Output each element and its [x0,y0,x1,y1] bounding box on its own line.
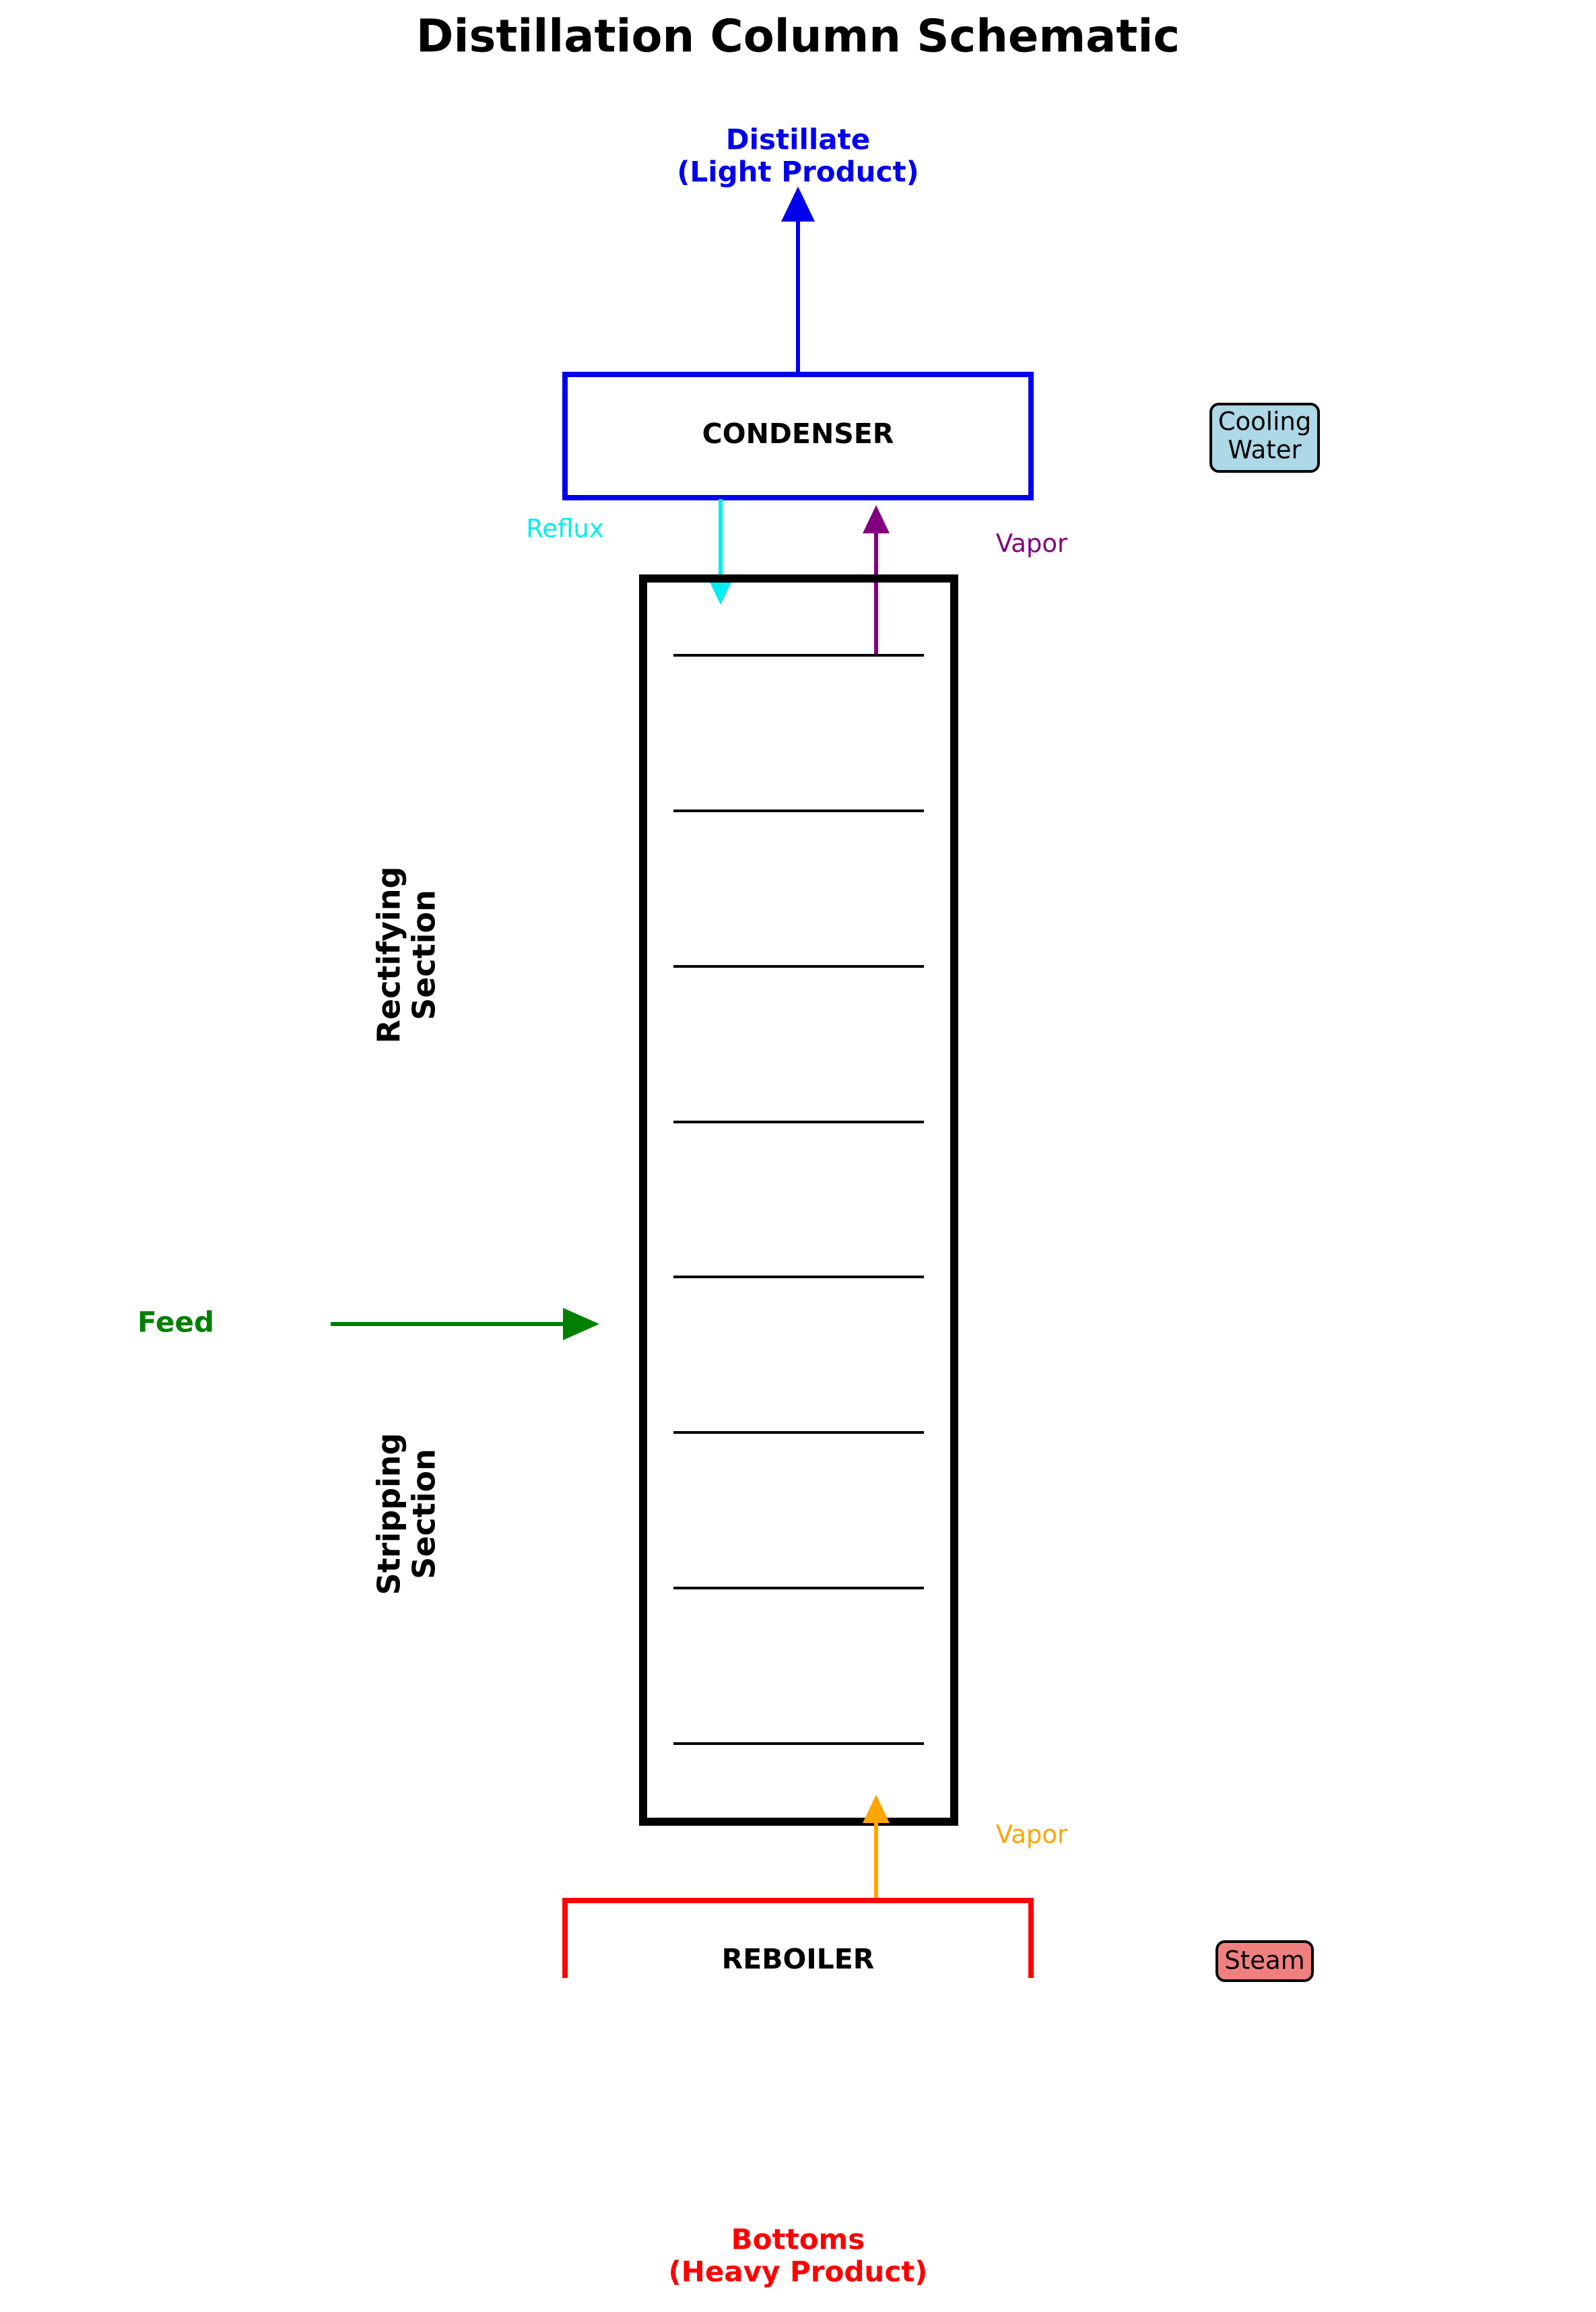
stripping-line2: Section [406,1449,442,1579]
distillate-label-line1: Distillate [726,123,870,156]
condenser: CONDENSER [562,372,1034,500]
reflux-label: Reflux [526,515,603,543]
distillate-label-line2: (Light Product) [677,156,919,189]
trays [673,654,924,1745]
distillate-label: Distillate (Light Product) [677,123,919,189]
vapor-top-arrow [863,505,890,655]
cooling-water-line2: Water [1228,436,1302,465]
rectifying-section-label: Rectifying Section [371,866,442,1043]
bottoms-label: Bottoms (Heavy Product) [668,2223,927,2288]
stripping-section-label: Stripping Section [371,1433,442,1595]
distillate-arrow [781,187,815,374]
rectifying-line2: Section [406,890,442,1020]
page-title: Distillation Column Schematic [416,10,1180,63]
cooling-water-line1: Cooling [1218,407,1312,436]
bottoms-label-line1: Bottoms [731,2223,865,2256]
reflux-arrow [707,499,734,605]
feed-label: Feed [137,1306,214,1339]
steam-tag: Steam [1216,1940,1314,1982]
vapor-top-label: Vapor [996,529,1068,558]
cooling-water-tag: Cooling Water [1209,403,1320,473]
rectifying-line1: Rectifying [371,866,407,1043]
feed-arrow [331,1308,599,1340]
vapor-bottom-label: Vapor [996,1820,1068,1849]
bottoms-label-line2: (Heavy Product) [668,2255,927,2288]
steam-label: Steam [1224,1946,1304,1975]
column-shell [639,574,958,1826]
vapor-bottom-arrow [863,1795,890,1901]
reboiler: REBOILER [562,1898,1034,1978]
condenser-label: CONDENSER [702,418,894,450]
reboiler-label: REBOILER [722,1943,875,1975]
stripping-line1: Stripping [371,1433,407,1595]
